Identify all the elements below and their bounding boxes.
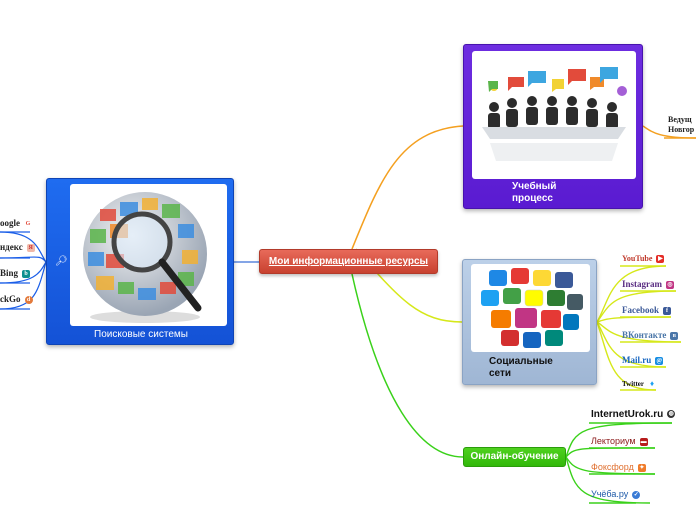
online-item-foxford[interactable]: Фоксфорд✦ [591,461,646,473]
social-icons-image [471,264,590,352]
study-process-caption-line2: процесс [512,193,553,204]
online-item-label: InternetUrok.ru [591,409,664,420]
google-icon: G [24,219,32,228]
social-item-label: Instagram [622,279,662,289]
twitter-icon: ♦ [648,379,657,389]
lektorium-icon: ▬ [639,437,648,446]
study-child-node[interactable]: Ведущ Новгор [668,115,694,135]
meeting-image [472,51,636,179]
social-item-twitter[interactable]: Twitter♦ [622,378,657,390]
central-topic[interactable]: Мои информационные ресурсы [259,249,438,274]
study-child-line2: Новгор [668,125,695,134]
duckduckgo-icon: d [24,295,33,304]
social-item-facebook[interactable]: Facebook f [622,304,671,316]
social-item-label: Mail.ru [622,355,652,365]
online-item-lektorium[interactable]: Лекториум▬ [591,435,648,447]
search-item-label: ckGo [0,294,21,304]
social-networks-caption-line2: сети [489,368,512,379]
search-globe-image [70,184,227,326]
youtube-icon: ▶ [656,255,665,264]
social-item-label: Twitter [622,380,645,388]
social-item-label: Facebook [622,305,659,315]
social-item-youtube[interactable]: YouTube▶ [622,253,665,265]
search-item-label: Bing [0,268,19,278]
search-engines-caption: Поисковые системы [94,329,188,340]
facebook-icon: f [663,306,671,315]
online-item-label: Учёба.ру [591,489,629,499]
ucheba-icon: ✓ [632,490,641,499]
social-item-label: ВКонтакте [622,330,667,340]
search-item-label: ндекс [0,242,23,252]
yandex-icon: Я [26,243,35,252]
mailru-icon: @ [655,356,664,365]
social-item-mailru[interactable]: Mail.ru@ [622,354,664,366]
instagram-icon: ◎ [666,280,674,289]
online-item-label: Лекториум [591,436,636,446]
globe-icon: ◍ [667,410,676,419]
vk-icon: в [670,331,679,340]
foxford-icon: ✦ [637,463,646,472]
online-learning-node[interactable]: Онлайн-обучение [463,447,566,467]
study-process-node[interactable]: Учебный процесс [463,44,643,209]
online-item-ucheba[interactable]: Учёба.ру✓ [591,488,641,500]
search-item-label: oogle [0,218,20,228]
online-item-label: Фоксфорд [591,462,634,472]
search-magnifier-icon: 🔎︎ [55,256,68,267]
social-item-instagram[interactable]: Instagram ◎ [622,278,674,290]
social-item-label: YouTube [622,254,653,263]
search-item-google[interactable]: oogle G [0,217,32,229]
bing-icon: b [22,269,31,278]
social-networks-caption-line1: Социальные [489,356,553,367]
study-child-line1: Ведущ [668,115,692,124]
study-process-caption-line1: Учебный [512,181,557,192]
search-engines-node[interactable]: Поисковые системы 🔎︎ [46,178,234,345]
online-item-interneturok[interactable]: InternetUrok.ru◍ [591,409,676,421]
social-networks-node[interactable]: Социальные сети [462,259,597,385]
